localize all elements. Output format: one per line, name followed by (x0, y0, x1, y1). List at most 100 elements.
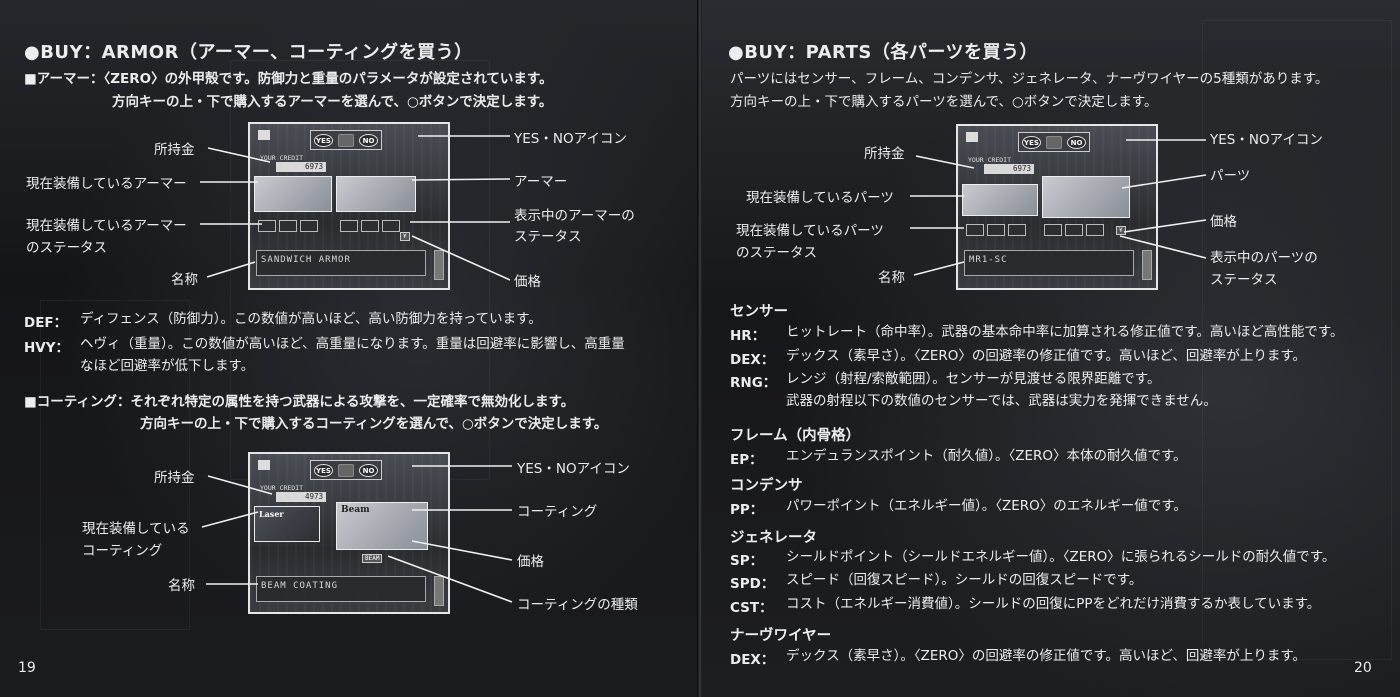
right-page: ●BUY：PARTS（各パーツを買う） パーツにはセンサー、フレーム、コンデンサ… (702, 0, 1400, 697)
yes-no-icon: YES NO (310, 130, 382, 150)
item-name-box: MR1-SC (964, 250, 1134, 276)
label-current-coating-2: コーティング (82, 543, 163, 559)
label-name: 名称 (171, 272, 198, 288)
no-icon: NO (359, 133, 378, 147)
label-yes-no-icon: YES・NOアイコン (1210, 132, 1323, 148)
shown-armor-panel (336, 176, 416, 212)
page-number: 19 (18, 660, 36, 676)
rng-text-1: レンジ（射程/索敵範囲）。センサーが見渡せる限界距離です。 (786, 371, 1161, 387)
nerve-dex-key: DEX： (730, 652, 775, 668)
yes-no-icon: YES NO (1018, 132, 1090, 152)
shown-coating-panel: Beam (336, 502, 428, 550)
cst-text: コスト（エネルギー消費値）。シールドの回復にPPをどれだけ消費するか表しています… (786, 596, 1321, 612)
label-parts: パーツ (1210, 168, 1251, 184)
yes-icon: YES (314, 463, 333, 477)
left-page: ●BUY：ARMOR（アーマー、コーティングを買う） ■アーマー：〈ZERO〉の… (0, 0, 700, 697)
frame-heading: フレーム（内骨格） (730, 428, 861, 444)
sp-key: SP： (730, 553, 764, 569)
sp-text: シールドポイント（シールドエネルギー値）。〈ZERO〉に張られるシールドの耐久値… (786, 549, 1336, 565)
label-current-coating-1: 現在装備している (82, 521, 190, 537)
cst-key: CST： (730, 600, 773, 616)
item-name-box: SANDWICH ARMOR (256, 250, 426, 276)
credit-value: 6973 (276, 162, 326, 172)
coating-desc-line1: ■コーティング：それぞれ特定の属性を持つ武器による攻撃を、一定確率で無効化します… (24, 394, 575, 410)
rng-key: RNG： (730, 375, 777, 391)
label-coating-name: 名称 (168, 578, 195, 594)
intro-line1: パーツにはセンサー、フレーム、コンデンサ、ジェネレータ、ナーヴワイヤーの5種類が… (730, 71, 1329, 87)
label-current-armor: 現在装備しているアーマー (26, 176, 187, 192)
label-name: 名称 (878, 270, 905, 286)
price-tag: ¥ (1116, 226, 1126, 235)
label-coating-money: 所持金 (154, 470, 195, 486)
background-building-art (40, 300, 190, 630)
spd-text: スピード（回復スピード）。シールドの回復スピードです。 (786, 572, 1143, 588)
separator-icon (338, 463, 354, 477)
label-current-status-2: のステータス (736, 245, 817, 261)
label-yes-no-icon: YES・NOアイコン (514, 131, 627, 147)
label-price: 価格 (1210, 214, 1237, 230)
ep-key: EP： (730, 452, 763, 468)
label-shown-status-1: 表示中のパーツの (1210, 250, 1318, 266)
ep-text: エンデュランスポイント（耐久値）。〈ZERO〉本体の耐久値です。 (786, 448, 1187, 464)
current-parts-status (966, 224, 1026, 236)
price-tag: ¥ (400, 232, 410, 241)
armor-shop-screenshot: YES NO YOUR CREDIT 6973 ¥ SANDWICH ARMOR (248, 122, 450, 290)
page-number: 20 (1354, 660, 1372, 676)
credit-label: YOUR CREDIT (968, 156, 1012, 164)
credit-label: YOUR CREDIT (260, 154, 304, 162)
coating-type-tag: BEAM (362, 554, 383, 563)
nerve-heading: ナーヴワイヤー (730, 628, 832, 644)
label-money: 所持金 (864, 146, 905, 162)
shown-parts-panel (1042, 176, 1130, 218)
item-name-box: BEAM COATING (256, 576, 426, 602)
flag-icon (258, 130, 270, 140)
hvy-text-2: なほど回避率が低下します。 (80, 358, 255, 374)
background-character-art (1202, 20, 1392, 660)
coating-desc-line2: 方向キーの上・下で購入するコーティングを選んで、○ボタンで決定します。 (140, 416, 608, 432)
credit-label: YOUR CREDIT (260, 484, 304, 492)
label-current-parts: 現在装備しているパーツ (746, 190, 894, 206)
scrollbar (434, 576, 444, 606)
label-armor: アーマー (514, 174, 568, 190)
yes-icon: YES (314, 133, 333, 147)
hr-text: ヒットレート（命中率）。武器の基本命中率に加算される修正値です。高いほど高性能で… (786, 324, 1344, 340)
label-coating-price: 価格 (517, 554, 544, 570)
shown-parts-status (1044, 224, 1104, 236)
scrollbar (1142, 250, 1152, 280)
yes-icon: YES (1022, 135, 1041, 149)
generator-heading: ジェネレータ (730, 530, 817, 546)
nerve-dex-text: デックス（素早さ）。〈ZERO〉の回避率の修正値です。高いほど、回避率が上ります… (786, 648, 1307, 664)
yes-no-icon: YES NO (310, 460, 382, 480)
current-coating-panel: Laser (254, 506, 320, 542)
hvy-text-1: ヘヴィ（重量）。この数値が高いほど、高重量になります。重量は回避率に影響し、高重… (80, 336, 625, 352)
current-parts-panel (962, 184, 1038, 216)
sensor-dex-key: DEX： (730, 352, 775, 368)
spd-key: SPD： (730, 576, 775, 592)
label-coating-yes-no: YES・NOアイコン (517, 461, 630, 477)
label-price: 価格 (514, 274, 541, 290)
label-shown-status-2: ステータス (1210, 272, 1278, 288)
book-spine (697, 0, 703, 697)
separator-icon (338, 133, 354, 147)
label-current-status-1: 現在装備しているパーツ (736, 223, 884, 239)
shown-armor-status (340, 220, 400, 232)
def-key: DEF： (24, 315, 68, 331)
label-coating-type: コーティングの種類 (517, 597, 638, 613)
label-coating: コーティング (517, 504, 598, 520)
hvy-key: HVY： (24, 340, 70, 356)
no-icon: NO (1067, 135, 1086, 149)
separator-icon (1046, 135, 1062, 149)
current-coating-label: Laser (259, 509, 284, 519)
condenser-heading: コンデンサ (730, 478, 803, 494)
armor-desc-line2: 方向キーの上・下で購入するアーマーを選んで、○ボタンで決定します。 (112, 94, 553, 110)
label-money: 所持金 (154, 142, 195, 158)
flag-icon (966, 132, 978, 142)
coating-shop-screenshot: YES NO YOUR CREDIT 4973 Laser Beam BEAM … (248, 452, 450, 614)
hr-key: HR： (730, 328, 766, 344)
current-armor-status (258, 220, 318, 232)
shown-coating-label: Beam (341, 505, 370, 515)
def-text: ディフェンス（防御力）。この数値が高いほど、高い防御力を持っています。 (80, 311, 542, 327)
parts-shop-screenshot: YES NO YOUR CREDIT 6973 ¥ MR1-SC (956, 124, 1158, 290)
sensor-heading: センサー (730, 304, 788, 320)
label-shown-status-2: ステータス (514, 229, 582, 245)
